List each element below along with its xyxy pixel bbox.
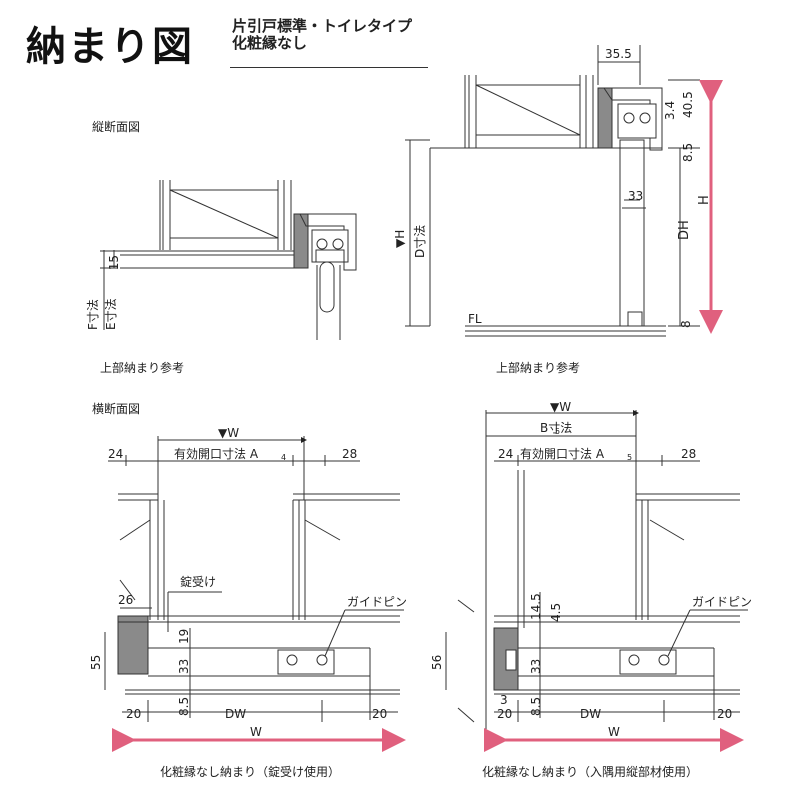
br-dw: DW xyxy=(580,707,601,721)
dim-40-5: 40.5 xyxy=(681,91,695,118)
title-rule xyxy=(230,67,428,68)
br-dim-4-5: 4.5 xyxy=(549,603,563,622)
br-b5-sub: 5 xyxy=(555,427,560,436)
bl-dim-28: 28 xyxy=(342,447,357,461)
br-b5: B寸法 xyxy=(540,421,572,435)
br-dim-14-5: 14.5 xyxy=(529,593,543,620)
subtitle-line-1: 片引戸標準・トイレタイプ xyxy=(232,17,413,35)
bl-w: W xyxy=(250,725,262,739)
caption-bottom-right: 化粧縁なし納まり（入隅用縦部材使用） xyxy=(482,764,698,779)
bl-dim-20-left: 20 xyxy=(126,707,141,721)
horizontal-section-label: 横断面図 xyxy=(92,401,140,416)
caption-top-right: 上部納まり参考 xyxy=(496,360,580,375)
br-dim-33: 33 xyxy=(529,659,543,674)
floor-label: FL xyxy=(468,312,482,326)
dim-d: D寸法 xyxy=(413,225,427,258)
bl-dw: DW xyxy=(225,707,246,721)
bl-w-top: ▼W xyxy=(218,426,239,440)
br-w-top: ▼W xyxy=(550,400,571,414)
bl-open-a-sub: 4 xyxy=(281,453,286,462)
dim-f: F寸法 xyxy=(86,299,100,330)
br-dim-3: 3 xyxy=(500,693,508,707)
bl-guide-label: ガイドピン xyxy=(347,595,407,609)
vertical-section-right: 35.5 33 40.5 3.4 8.5 DH 8 H ▼H D寸法 xyxy=(393,45,723,375)
bl-dim-20-right: 20 xyxy=(372,707,387,721)
br-dim-56: 56 xyxy=(430,655,444,670)
br-guide-label: ガイドピン xyxy=(692,595,752,609)
br-dim-20-right: 20 xyxy=(717,707,732,721)
dim-8-5: 8.5 xyxy=(681,143,695,162)
caption-top-left: 上部納まり参考 xyxy=(100,360,184,375)
bl-dim-8-5: 8.5 xyxy=(177,697,191,716)
page-title: 納まり図 xyxy=(26,24,194,70)
horizontal-section-left: 横断面図 ▼W 24 有効開口寸法 A 4 28 錠受け 26 xyxy=(89,401,407,779)
vertical-section-label: 縦断面図 xyxy=(92,119,140,134)
bl-dim-24: 24 xyxy=(108,447,123,461)
bl-lock-label: 錠受け xyxy=(180,574,216,589)
dim-33: 33 xyxy=(628,189,643,203)
horizontal-section-right: ▼W B寸法 5 24 有効開口寸法 A 5 28 ガ xyxy=(430,400,752,779)
bl-dim-33: 33 xyxy=(177,659,191,674)
dim-h: H xyxy=(697,195,712,205)
vertical-section-left: 縦断面図 15 F寸法 E寸法 上部納まり参考 xyxy=(86,119,357,375)
bl-dim-55: 55 xyxy=(89,655,103,670)
dim-3-4: 3.4 xyxy=(663,101,677,120)
br-open-a: 有効開口寸法 A xyxy=(520,446,605,461)
bl-dim-26: 26 xyxy=(118,593,133,607)
dim-8: 8 xyxy=(679,320,693,328)
caption-bottom-left: 化粧縁なし納まり（錠受け使用） xyxy=(160,764,340,779)
br-dim-24: 24 xyxy=(498,447,513,461)
br-dim-28: 28 xyxy=(681,447,696,461)
dim-e: E寸法 xyxy=(104,298,118,330)
bl-dim-19: 19 xyxy=(177,629,191,644)
dim-h-marker: ▼H xyxy=(393,230,407,248)
br-dim-20-left: 20 xyxy=(497,707,512,721)
br-dim-8-5: 8.5 xyxy=(529,697,543,716)
dim-15: 15 xyxy=(107,255,121,270)
bl-open-a: 有効開口寸法 A xyxy=(174,446,259,461)
br-open-a-sub: 5 xyxy=(627,453,632,462)
dim-dh: DH xyxy=(677,220,692,240)
subtitle-line-2: 化粧縁なし xyxy=(232,34,308,52)
dim-35-5: 35.5 xyxy=(605,47,632,61)
page-subtitle: 片引戸標準・トイレタイプ 化粧縁なし xyxy=(232,18,412,52)
br-w: W xyxy=(608,725,620,739)
